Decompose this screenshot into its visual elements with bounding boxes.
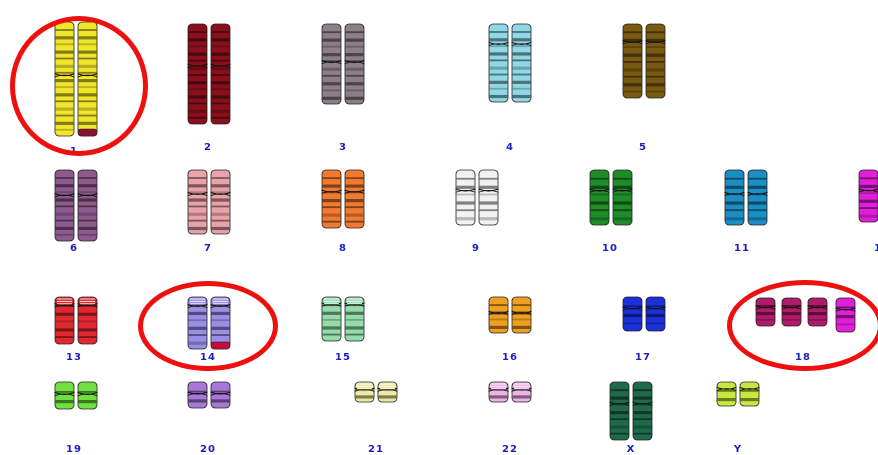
chromosome-pair-13 xyxy=(55,297,98,344)
chromosome-label-7: 7 xyxy=(188,243,228,254)
chromosome-pair-21 xyxy=(355,382,398,402)
chromosome-label-9: 9 xyxy=(456,243,496,254)
chromosome-label-18: 18 xyxy=(783,352,823,363)
chromosome-label-22: 22 xyxy=(490,444,530,455)
chromosome-label-5: 5 xyxy=(623,142,663,153)
chromosome-label-20: 20 xyxy=(188,444,228,455)
chromosome-pair-1 xyxy=(55,22,98,136)
chromosome-label-1: 1 xyxy=(54,146,94,157)
chromosome-pair-22 xyxy=(489,382,532,402)
chromosome-pair-x xyxy=(610,382,653,440)
chromosome-pair-9 xyxy=(456,170,499,225)
chromosome-label-12: 1 xyxy=(858,243,878,254)
chromosome-label-10: 10 xyxy=(590,243,630,254)
chromosome-pair-15 xyxy=(322,297,365,341)
chromosome-pair-y xyxy=(717,382,760,406)
chromosome-pair-2 xyxy=(188,24,231,124)
chromosome-pair-20 xyxy=(188,382,231,408)
chromosome-label-11: 11 xyxy=(722,243,762,254)
chromosome-label-13: 13 xyxy=(54,352,94,363)
chromosome-pair-3 xyxy=(322,24,365,104)
chromosome-label-2: 2 xyxy=(188,142,228,153)
chromosome-pair-16 xyxy=(489,297,532,333)
chromosome-pair-4 xyxy=(489,24,532,102)
chromosome-pair-6 xyxy=(55,170,98,241)
chromosome-pair-17 xyxy=(623,297,666,331)
chromosome-label-19: 19 xyxy=(54,444,94,455)
chromosome-label-21: 21 xyxy=(356,444,396,455)
chromosome-pair-14 xyxy=(188,297,231,349)
chromosome-pair-11 xyxy=(725,170,768,225)
chromosome-label-14: 14 xyxy=(188,352,228,363)
chromosome-label-6: 6 xyxy=(54,243,94,254)
chromosome-label-15: 15 xyxy=(323,352,363,363)
chromosome-label-8: 8 xyxy=(323,243,363,254)
chromosome-pair-7 xyxy=(188,170,231,234)
chromosome-label-3: 3 xyxy=(323,142,363,153)
chromosome-pair-8 xyxy=(322,170,365,228)
chromosome-label-y: Y xyxy=(718,444,758,455)
chromosome-pair-18 xyxy=(756,298,856,332)
chromosome-label-4: 4 xyxy=(490,142,530,153)
chromosome-label-16: 16 xyxy=(490,352,530,363)
chromosome-pair-19 xyxy=(55,382,98,409)
chromosome-pair-5 xyxy=(623,24,666,98)
chromosome-pair-10 xyxy=(590,170,633,225)
chromosome-label-x: X xyxy=(611,444,651,455)
chromosome-label-17: 17 xyxy=(623,352,663,363)
chromosome-pair-12 xyxy=(859,170,878,222)
